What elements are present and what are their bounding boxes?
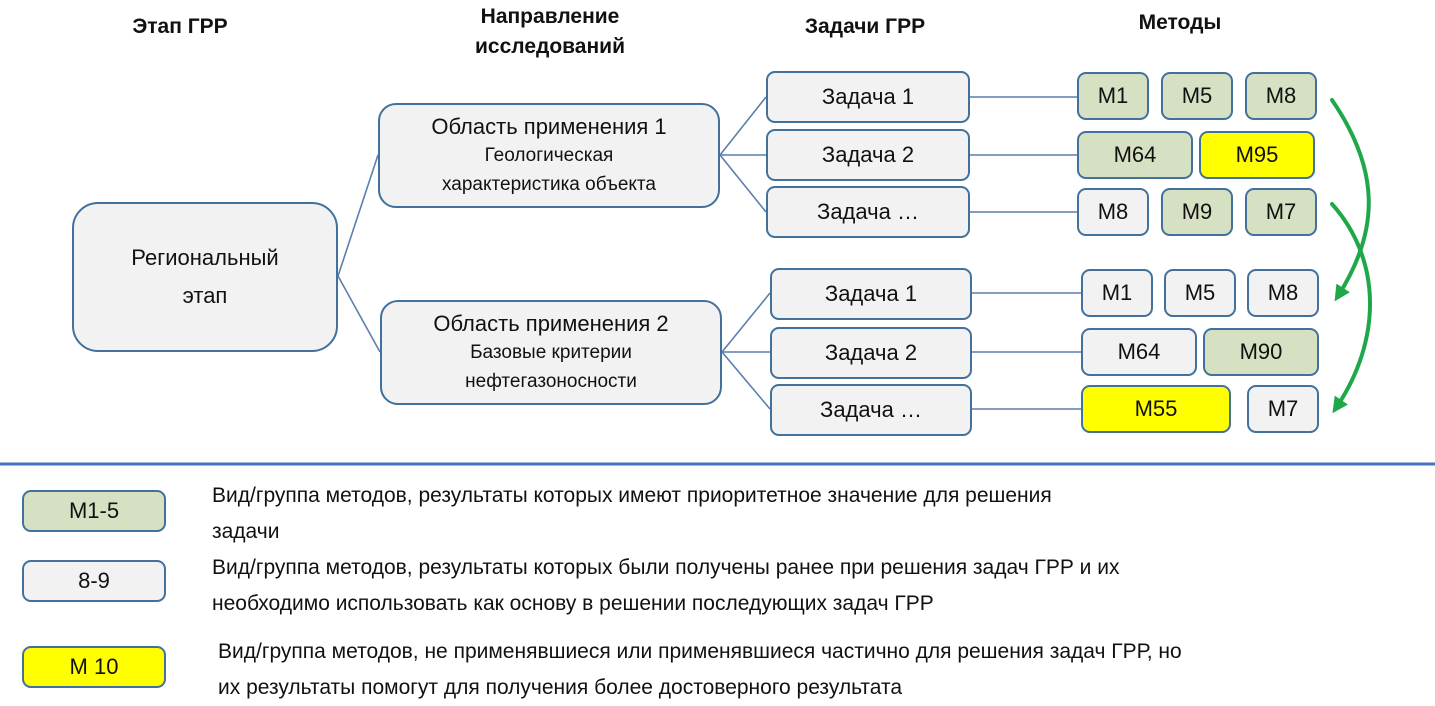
area-subtitle-line1: Базовые критерии: [470, 342, 632, 363]
method-box: M8: [1245, 72, 1317, 120]
legend-text-line1: Вид/группа методов, результаты которых и…: [212, 484, 1052, 507]
header-direction-line1: Направление: [480, 5, 620, 28]
connector-stage-area2: [337, 275, 381, 353]
method-box: M64: [1081, 328, 1197, 376]
header-direction-line2: исследований: [475, 35, 625, 58]
stage-line2: этап: [182, 283, 228, 308]
reuse-arrow-m7: [1330, 202, 1372, 414]
method-box: M7: [1247, 385, 1319, 433]
method-box: M1: [1077, 72, 1149, 120]
legend-sample-new: M 10: [22, 646, 166, 688]
legend-text-line2: необходимо использовать как основу в реш…: [212, 592, 934, 615]
legend-sample-previous: 8-9: [22, 560, 166, 602]
connector-area2-task3: [721, 351, 771, 410]
legend-text-line1: Вид/группа методов, результаты которых б…: [212, 556, 1120, 579]
area-subtitle-line2: нефтегазоносности: [465, 371, 637, 392]
legend-text-priority: Вид/группа методов, результаты которых и…: [212, 478, 1422, 550]
method-box: M7: [1245, 188, 1317, 236]
method-box: M55: [1081, 385, 1231, 433]
connector-area1-task1: [719, 96, 767, 156]
legend-sample-priority: M1-5: [22, 490, 166, 532]
connector-area2-task1: [721, 292, 771, 353]
header-direction: Направление исследований: [445, 2, 655, 62]
area-title: Область применения 1: [431, 114, 667, 139]
legend-text-line1: Вид/группа методов, не применявшиеся или…: [218, 640, 1182, 663]
area-subtitle-line1: Геологическая: [484, 145, 614, 166]
legend-text-line2: задачи: [212, 520, 280, 543]
legend-text-previous: Вид/группа методов, результаты которых б…: [212, 550, 1422, 622]
task-box: Задача …: [766, 186, 970, 238]
task-box: Задача 2: [766, 129, 970, 181]
method-box: M5: [1161, 72, 1233, 120]
method-box: M8: [1247, 269, 1319, 317]
method-box: M5: [1164, 269, 1236, 317]
task-box: Задача 2: [770, 327, 972, 379]
method-box: M64: [1077, 131, 1193, 179]
connector-stage-area1: [337, 154, 379, 277]
task-box: Задача …: [770, 384, 972, 436]
connector-area1-task3: [719, 154, 767, 213]
method-box: M90: [1203, 328, 1319, 376]
reuse-arrow-m8: [1330, 98, 1371, 302]
method-box: M1: [1081, 269, 1153, 317]
area-box-1: Область применения 1 Геологическая харак…: [378, 103, 720, 208]
method-box: M9: [1161, 188, 1233, 236]
area-title: Область применения 2: [433, 311, 669, 336]
task-box: Задача 1: [770, 268, 972, 320]
legend-text-new: Вид/группа методов, не применявшиеся или…: [218, 634, 1428, 706]
header-tasks: Задачи ГРР: [804, 15, 926, 38]
area-subtitle-line2: характеристика объекта: [442, 174, 656, 195]
stage-box: Региональный этап: [72, 202, 338, 352]
method-box: M95: [1199, 131, 1315, 179]
task-box: Задача 1: [766, 71, 970, 123]
stage-line1: Региональный: [131, 245, 279, 270]
method-box: M8: [1077, 188, 1149, 236]
header-stage: Этап ГРР: [132, 15, 228, 38]
legend-text-line2: их результаты помогут для получения боле…: [218, 676, 903, 699]
area-box-2: Область применения 2 Базовые критерии не…: [380, 300, 722, 405]
header-methods: Методы: [1138, 11, 1222, 34]
